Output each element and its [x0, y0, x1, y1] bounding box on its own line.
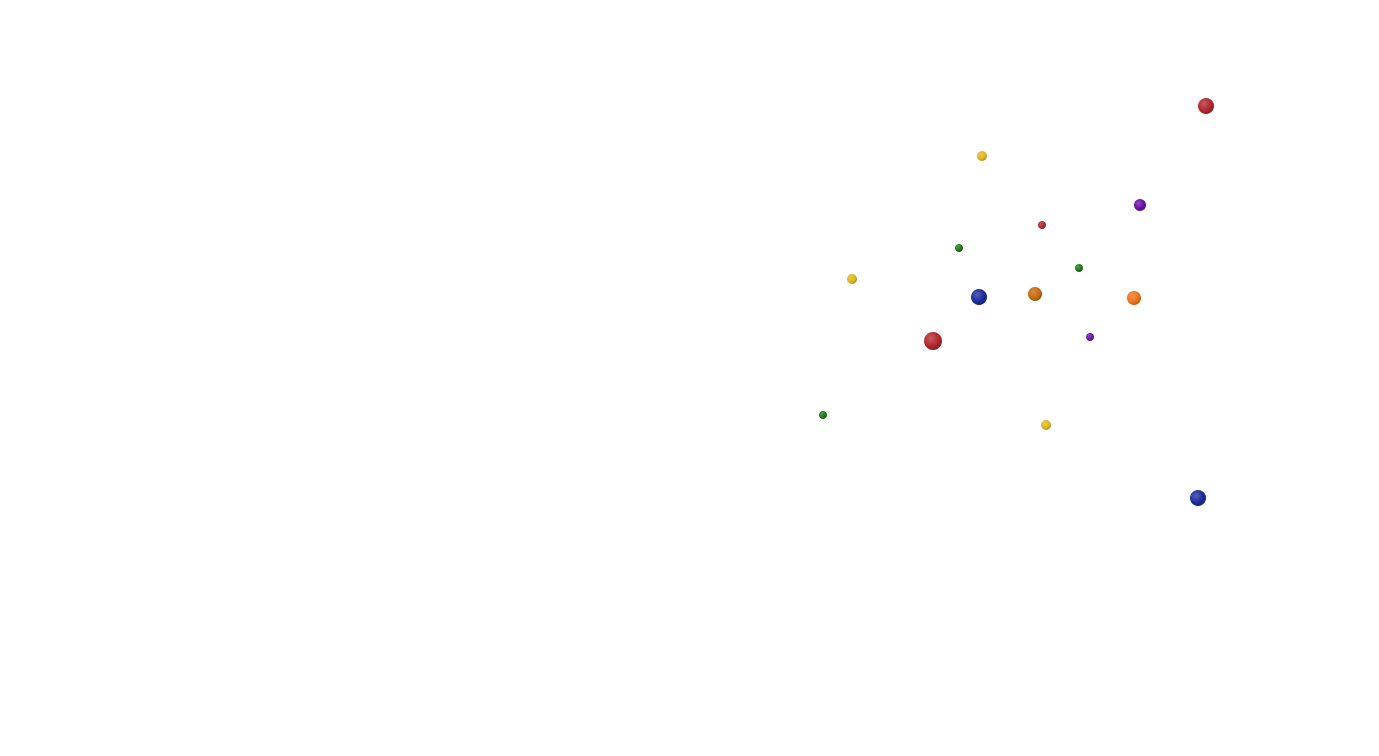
sphere-green [955, 244, 963, 252]
sphere-red [924, 332, 942, 350]
sphere-purple [1086, 333, 1094, 341]
sphere-purple [1134, 199, 1146, 211]
sphere-blue [1190, 490, 1206, 506]
sphere-green [819, 411, 827, 419]
sphere-blue [971, 289, 987, 305]
sphere-yellow [1041, 420, 1051, 430]
sphere-orange [1127, 291, 1141, 305]
sphere-dark-orange [1028, 287, 1042, 301]
sphere-yellow [847, 274, 857, 284]
sphere-red [1198, 98, 1214, 114]
sphere-yellow [977, 151, 987, 161]
sphere-red [1038, 221, 1046, 229]
sphere-green [1075, 264, 1083, 272]
